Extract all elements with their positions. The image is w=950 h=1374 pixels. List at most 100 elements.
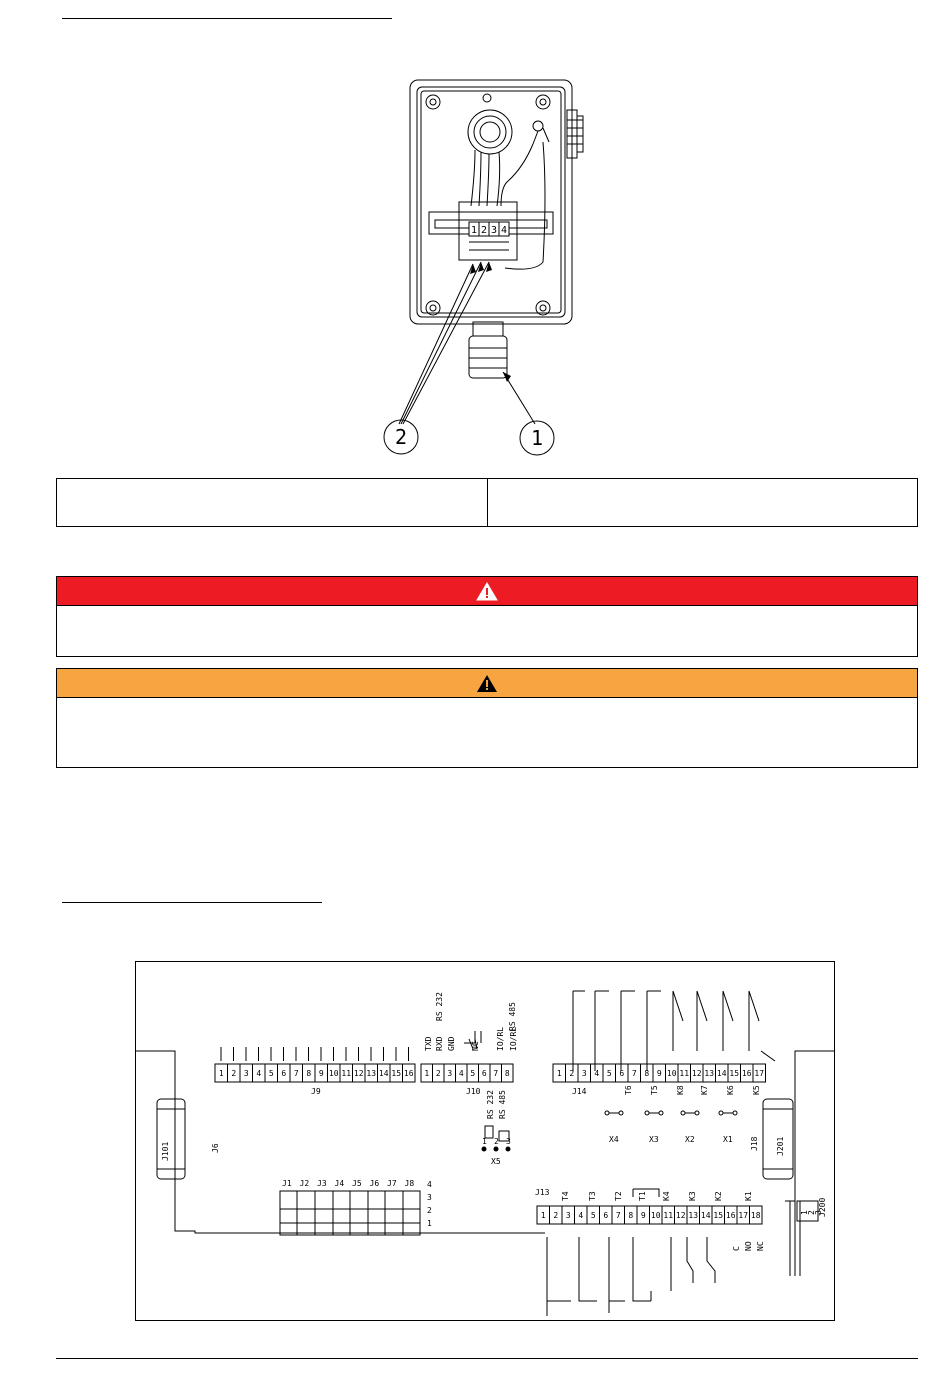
j9-pin-15: 15	[391, 1069, 401, 1078]
warning-header-band	[57, 669, 917, 698]
j9-pin-16: 16	[404, 1069, 414, 1078]
j13-pin-14: 14	[701, 1211, 711, 1220]
j13-pin-16: 16	[726, 1211, 736, 1220]
j10-pin-7: 7	[493, 1069, 498, 1078]
j14-pin-16: 16	[742, 1069, 752, 1078]
x5-pin-3: 3	[506, 1137, 511, 1146]
danger-header-band	[57, 577, 917, 606]
j13-pin-13: 13	[688, 1211, 698, 1220]
j14-pin-14: 14	[717, 1069, 727, 1078]
j200-block	[796, 1200, 819, 1222]
j14-pin-13: 13	[704, 1069, 714, 1078]
x5-pin-1: 1	[482, 1137, 487, 1146]
j14-pin-5: 5	[607, 1069, 612, 1078]
j14-block	[552, 1063, 766, 1083]
small-jumper-J5: J5	[352, 1179, 362, 1188]
x-switch-label-X1: X1	[723, 1135, 733, 1144]
j10-signal-4: NC	[471, 1041, 480, 1051]
j13-pin-10: 10	[651, 1211, 661, 1220]
j10-pin-1: 1	[424, 1069, 429, 1078]
relay-contact-NC: NC	[756, 1241, 765, 1251]
section-rule-top	[62, 18, 392, 19]
warning-notice	[56, 668, 918, 768]
j14-label-K8: K8	[676, 1085, 685, 1095]
j9-pin-10: 10	[329, 1069, 339, 1078]
connector-j101-label: J101	[161, 1142, 170, 1161]
danger-notice	[56, 576, 918, 657]
j9-pin-7: 7	[294, 1069, 299, 1078]
callout-2-label: 2	[395, 425, 407, 449]
terminal-label-3: 3	[491, 225, 497, 236]
terminal-label-1: 1	[471, 225, 477, 236]
j14-label-K7: K7	[700, 1085, 709, 1095]
j13-pin-9: 9	[641, 1211, 646, 1220]
j9-pin-11: 11	[341, 1069, 351, 1078]
j10-pin-2: 2	[436, 1069, 441, 1078]
j13-label-K1: K1	[744, 1191, 753, 1201]
legend-cell-left	[57, 479, 487, 526]
j9-pin-1: 1	[219, 1069, 224, 1078]
j14-pin-15: 15	[729, 1069, 739, 1078]
x5-rs485-label: RS 485	[498, 1090, 507, 1119]
j9-pin-3: 3	[244, 1069, 249, 1078]
j10-signal-2: RXD	[435, 1036, 444, 1051]
jumper-row-2: 2	[427, 1206, 432, 1215]
connector-j13-label: J13	[535, 1188, 550, 1197]
j14-pin-7: 7	[632, 1069, 637, 1078]
x-switch-label-X3: X3	[649, 1135, 659, 1144]
j14-pin-10: 10	[667, 1069, 677, 1078]
j10-signal-3: GND	[447, 1036, 456, 1051]
connector-j14-label: J14	[572, 1087, 587, 1096]
j14-pin-2: 2	[569, 1069, 574, 1078]
legend-cell-right	[486, 479, 918, 526]
j200-pin-2: 2	[807, 1210, 816, 1215]
x-switch-label-X4: X4	[609, 1135, 619, 1144]
relay-contact-NO: NO	[744, 1241, 753, 1251]
x-switch-contact	[644, 1110, 650, 1116]
j14-label-T5: T5	[650, 1085, 659, 1095]
j13-pin-17: 17	[738, 1211, 748, 1220]
x-switch-contact	[694, 1110, 700, 1116]
x5-rs232-label: RS 232	[486, 1090, 495, 1119]
small-jumper-J6: J6	[370, 1179, 380, 1188]
j13-pin-3: 3	[566, 1211, 571, 1220]
j14-pin-9: 9	[657, 1069, 662, 1078]
j14-label-K5: K5	[752, 1085, 761, 1095]
connector-j6-label: J6	[211, 1143, 220, 1153]
j13-label-K3: K3	[688, 1191, 697, 1201]
jumper-row-3: 3	[427, 1193, 432, 1202]
j10-pin-5: 5	[470, 1069, 475, 1078]
j9-pin-9: 9	[319, 1069, 324, 1078]
j10-pin-3: 3	[447, 1069, 452, 1078]
x5-pin-2: 2	[494, 1137, 499, 1146]
connector-j9-label: J9	[311, 1087, 321, 1096]
j13-pin-18: 18	[751, 1211, 761, 1220]
j9-pin-14: 14	[379, 1069, 389, 1078]
j14-pin-4: 4	[594, 1069, 599, 1078]
j9-pin-4: 4	[256, 1069, 261, 1078]
j13-pin-12: 12	[676, 1211, 686, 1220]
small-jumper-J8: J8	[405, 1179, 415, 1188]
j9-pin-13: 13	[366, 1069, 376, 1078]
connector-j200-label: J200	[818, 1198, 827, 1217]
j9-pin-12: 12	[354, 1069, 364, 1078]
small-jumper-J1: J1	[282, 1179, 292, 1188]
connector-j18-label: J18	[750, 1136, 759, 1151]
j10-signal-5: IO/RL	[496, 1027, 505, 1051]
j14-pin-3: 3	[582, 1069, 587, 1078]
x-switch-contact	[680, 1110, 686, 1116]
j13-pin-1: 1	[541, 1211, 546, 1220]
j9-pin-6: 6	[281, 1069, 286, 1078]
j14-label-T6: T6	[624, 1085, 633, 1095]
callout-1-label: 1	[531, 426, 543, 450]
x-switch-contact	[618, 1110, 624, 1116]
terminal-label-2: 2	[481, 225, 487, 236]
j10-signal-6: IO/RL	[509, 1027, 518, 1051]
j13-pin-2: 2	[553, 1211, 558, 1220]
j14-pin-12: 12	[692, 1069, 702, 1078]
callout-legend-table	[56, 478, 918, 527]
connector-j201-label: J201	[776, 1137, 785, 1156]
rs232-label: RS 232	[435, 992, 444, 1021]
j10-signal-1: TXD	[424, 1036, 433, 1051]
j13-label-T1: T1	[638, 1191, 647, 1201]
